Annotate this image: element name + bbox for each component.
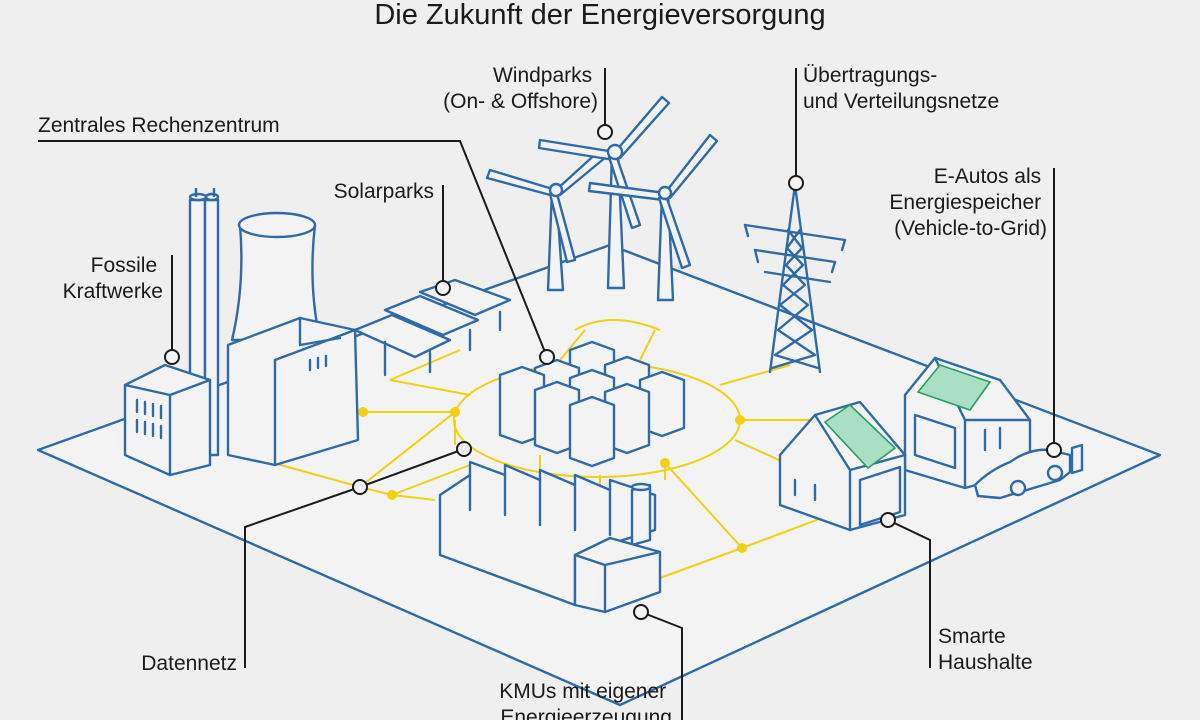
label-netze: Übertragungs- und Verteilungsnetze (803, 64, 999, 113)
label-windparks: Windparks (On- & Offshore) (443, 64, 598, 113)
wind-turbines (485, 95, 719, 302)
label-solarparks: Solarparks (334, 180, 434, 203)
label-datennetz: Datennetz (141, 652, 237, 675)
label-eautos: E-Autos als Energiespeicher (Vehicle-to-… (889, 165, 1047, 240)
diagram-title: Die Zukunft der Energieversorgung (374, 0, 825, 31)
factory (438, 460, 662, 614)
label-smarte-haushalte: Smarte Haushalte (938, 625, 1033, 674)
fossil-power-plant (123, 188, 360, 477)
electric-car (973, 443, 1084, 500)
data-center (498, 340, 686, 468)
label-fossile-kraftwerke: Fossile Kraftwerke (63, 254, 163, 303)
label-kmu: KMUs mit eigener Energieerzeugung (499, 680, 672, 720)
grid-nodes (358, 407, 747, 553)
label-rechenzentrum: Zentrales Rechenzentrum (38, 114, 280, 137)
transmission-tower (743, 183, 847, 374)
label-leaders (38, 68, 1062, 720)
smart-houses (778, 356, 1032, 532)
